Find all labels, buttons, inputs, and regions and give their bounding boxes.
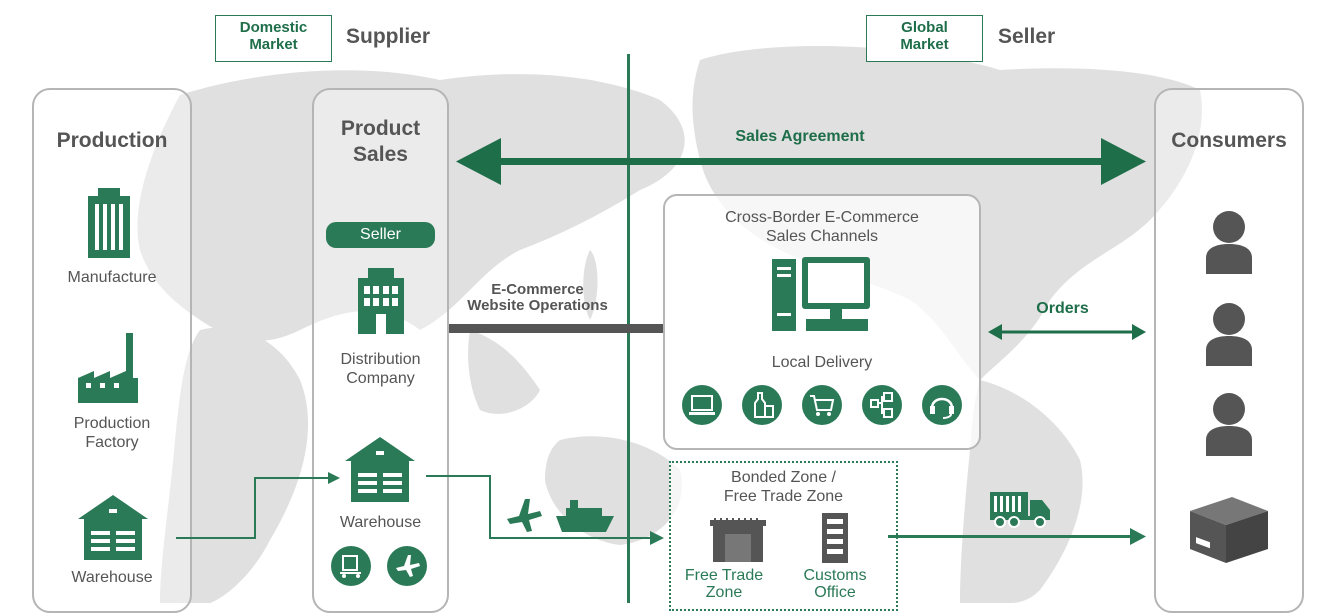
sales-agreement-label: Sales Agreement (735, 128, 865, 145)
seller-heading: Seller (998, 25, 1056, 48)
customs-office-icon (822, 513, 848, 563)
consumer-person-icon-1 (1206, 211, 1252, 274)
headset-icon (922, 385, 962, 425)
free-trade-zone-label: Free Trade Zone (684, 567, 764, 601)
warehouse-icon (78, 495, 148, 560)
cart-trolley-icon (331, 546, 371, 586)
delivery-truck-icon (990, 492, 1050, 528)
cart-icon (802, 385, 842, 425)
production-factory-label: Production Factory (73, 415, 151, 451)
product-sales-title: Product Sales (340, 117, 421, 166)
distribution-building-icon (358, 268, 404, 334)
production-factory-icon (78, 333, 138, 403)
sales-warehouse-label: Warehouse (339, 514, 422, 531)
free-trade-zone-icon (710, 518, 766, 562)
product-sales-column (312, 88, 449, 613)
ecommerce-operations-bar (449, 324, 664, 333)
cargo-ship-icon (556, 500, 614, 532)
sales-warehouse-icon (345, 437, 415, 502)
local-delivery-label: Local Delivery (771, 354, 873, 371)
consumer-person-icon-3 (1206, 393, 1252, 456)
domestic-market-tag: Domestic Market (215, 15, 332, 62)
package-box-icon (1190, 497, 1268, 563)
consumer-person-icon-2 (1206, 303, 1252, 366)
ecommerce-operations-label: E-Commerce Website Operations (467, 281, 608, 314)
orders-arrow (988, 324, 1146, 340)
bottle-icon (742, 385, 782, 425)
global-market-tag: Global Market (866, 15, 983, 62)
manufacture-building-icon (88, 188, 130, 258)
laptop-icon (682, 385, 722, 425)
computer-icon (772, 257, 870, 331)
seller-pill: Seller (326, 222, 435, 248)
bonded-zone-title: Bonded Zone / Free Trade Zone (723, 469, 844, 505)
supplier-heading: Supplier (346, 25, 431, 48)
production-title: Production (56, 129, 168, 152)
manufacture-label: Manufacture (67, 269, 157, 286)
consumers-title: Consumers (1171, 129, 1287, 152)
cross-border-title: Cross-Border E-Commerce Sales Channels (725, 209, 919, 245)
customs-office-label: Customs Office (803, 567, 867, 601)
airplane-icon (507, 499, 542, 532)
production-warehouse-label: Warehouse (71, 569, 153, 586)
sales-agreement-arrow (456, 138, 1146, 185)
flowchart-icon (862, 385, 902, 425)
orders-label: Orders (1036, 300, 1089, 317)
airplane-circle-icon (387, 546, 427, 586)
distribution-company-label: Distribution Company (340, 351, 421, 387)
